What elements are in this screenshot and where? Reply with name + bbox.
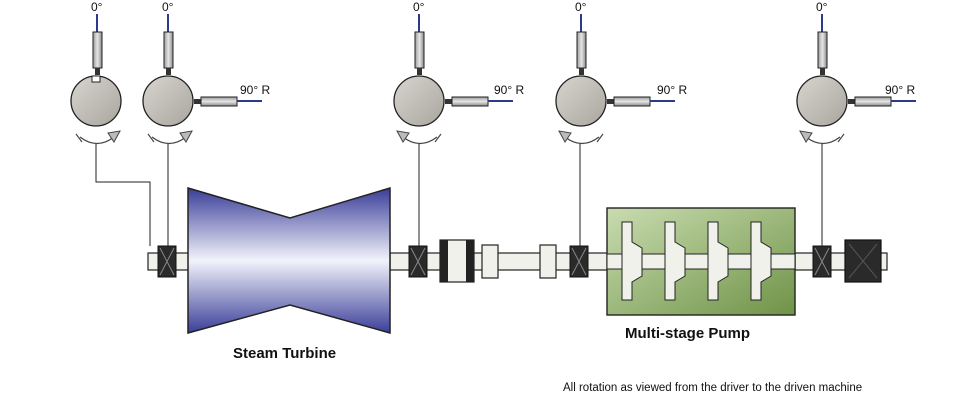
probe-5-side-label: 90° R [885, 83, 915, 97]
probe-4-zero-label: 0° [575, 0, 587, 14]
shaft-disc-4 [555, 75, 607, 127]
rotation-arrow-3-head [396, 130, 410, 143]
probe-3-side-tip [445, 99, 452, 104]
probe-4-side-tip [607, 99, 614, 104]
bearing-pump-inboard [569, 245, 589, 278]
probe-5-side-body [854, 96, 892, 107]
probe-2-body [163, 31, 174, 69]
probe-4-tip [579, 68, 584, 75]
steam-turbine-label: Steam Turbine [233, 345, 336, 362]
probe-5-tip [820, 68, 825, 75]
probe-4-side-body [613, 96, 651, 107]
probe-2-side-tip [194, 99, 201, 104]
rotation-arrow-4-tail [596, 133, 604, 143]
keyphasor-notch [91, 75, 101, 83]
rotation-arrow-1-head [107, 130, 121, 143]
probe-group-4: 0° 90° R [555, 0, 687, 145]
probe-2-tip [166, 68, 171, 75]
multi-stage-pump-label: Multi-stage Pump [625, 325, 750, 342]
pump-impeller-2 [664, 221, 686, 301]
rotation-arrow-5-tail [837, 133, 845, 143]
coupling-hub-left-ring-a [440, 240, 448, 282]
probe-1-tip [95, 68, 100, 75]
steam-turbine-casing [187, 186, 391, 334]
probe-1-body [92, 31, 103, 69]
probe-1-zero-label: 0° [91, 0, 103, 14]
bearing-turbine-inboard [408, 245, 428, 278]
probe-3-body [414, 31, 425, 69]
rotation-arrow-1-tail [75, 133, 83, 143]
pump-impeller-1 [621, 221, 643, 301]
probe-group-1: 0° [70, 0, 122, 145]
probe-4-body [576, 31, 587, 69]
shaft-disc-1 [70, 75, 122, 127]
multi-stage-pump [606, 207, 796, 316]
pump-inner-shaft [606, 253, 796, 270]
shaft-disc-3 [393, 75, 445, 127]
coupling-spacer-a [481, 244, 499, 279]
rotation-footnote: All rotation as viewed from the driver t… [563, 382, 862, 394]
rotation-arrow-3-tail [434, 133, 442, 143]
shaft-disc-2 [142, 75, 194, 127]
probe-2-zero-label: 0° [162, 0, 174, 14]
probe-4-side-label: 90° R [657, 83, 687, 97]
probe-3-tip [417, 68, 422, 75]
probe-2-side-label: 90° R [240, 83, 270, 97]
rotation-arrow-4 [564, 136, 600, 145]
coupling-spacer-b [539, 244, 557, 279]
coupling-hub-left-ring-b [466, 240, 474, 282]
bearing-pump-outboard [812, 245, 832, 278]
probe-3-zero-label: 0° [413, 0, 425, 14]
leader-line-probe-1 [95, 143, 151, 246]
rotation-arrow-4-head [558, 130, 572, 143]
probe-group-5: 0° 90° R [796, 0, 916, 145]
rotation-arrow-5 [805, 136, 841, 145]
probe-5-side-tip [848, 99, 855, 104]
bearing-turbine-outboard [157, 245, 177, 278]
probe-5-body [817, 31, 828, 69]
rotation-arrow-5-head [799, 130, 813, 143]
pump-impeller-4 [750, 221, 772, 301]
probe-5-zero-label: 0° [816, 0, 828, 14]
rotation-arrow-2 [151, 136, 187, 145]
probe-group-3: 0° 90° R [393, 0, 524, 145]
probe-3-side-label: 90° R [494, 83, 524, 97]
rotation-arrow-2-head [179, 130, 193, 143]
coupling-hub-right-hatch [848, 243, 878, 279]
shaft-disc-5 [796, 75, 848, 127]
probe-2-side-body [200, 96, 238, 107]
pump-impeller-3 [707, 221, 729, 301]
probe-3-side-body [451, 96, 489, 107]
leader-lines [95, 143, 823, 246]
rotation-arrow-3 [402, 136, 438, 145]
probe-group-2: 0° 90° R [142, 0, 270, 145]
rotation-arrow-2-tail [147, 133, 155, 143]
rotation-arrow-1 [79, 136, 115, 145]
